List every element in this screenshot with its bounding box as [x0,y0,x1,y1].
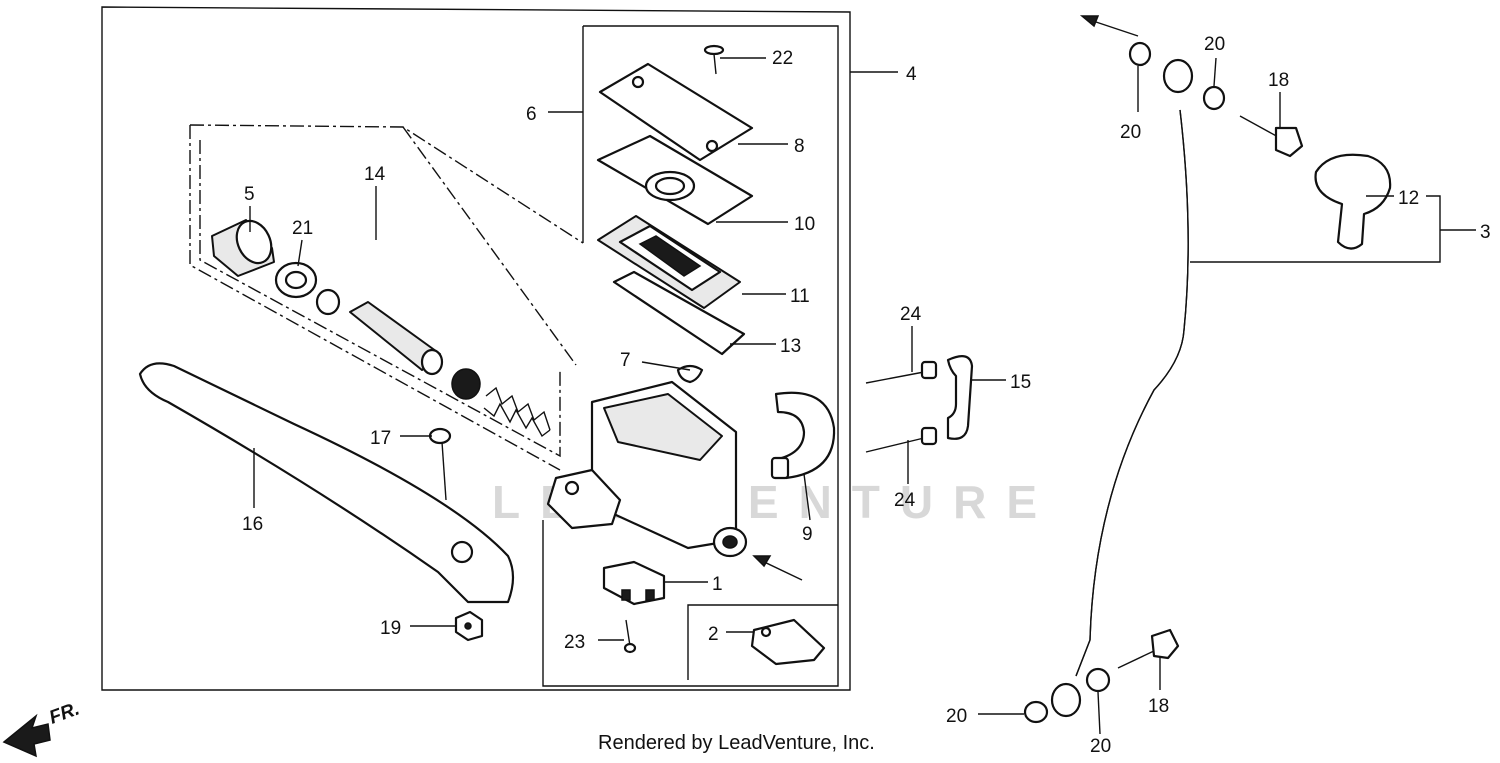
callout-24-lower: 24 [894,490,916,511]
float-clip-icon [676,364,704,384]
leader-lines [249,57,1476,735]
oil-bolt-lower-icon [1117,628,1180,669]
callout-3: 3 [1480,222,1491,243]
callout-19: 19 [380,618,401,639]
washer-icon [1023,700,1049,724]
callout-20-upper-left: 20 [1120,122,1141,143]
piston-kit-frame-right [402,126,577,366]
washer-icon [1202,85,1226,111]
callout-17: 17 [370,428,391,449]
clamp-bolt-lower-icon [865,426,938,453]
callout-21: 21 [292,218,313,239]
flow-arrow-lower-icon [752,555,803,581]
piston-assembly-icon [315,288,551,438]
callout-9: 9 [802,524,813,545]
front-direction-label: FR. [47,698,83,728]
gasket-icon [612,270,746,356]
callout-6: 6 [526,104,537,125]
callout-7: 7 [620,350,631,371]
pivot-bolt-icon [428,427,452,501]
oil-bolt-upper-icon [1239,115,1304,158]
washer-icon [1085,667,1111,693]
rendered-by-footer: Rendered by LeadVenture, Inc. [598,732,875,754]
callout-23: 23 [564,632,585,653]
brake-switch-2-icon [750,618,826,666]
callout-22: 22 [772,48,793,69]
reservoir-group-frame [542,25,839,687]
diaphragm-icon [597,215,741,309]
callout-11: 11 [790,286,810,307]
reservoir-cap-icon [598,62,754,162]
callout-18-lower: 18 [1148,696,1169,717]
piston-kit-frame-inner [199,140,561,458]
holder-icon [770,391,836,480]
clamp-bolt-upper-icon [865,360,938,384]
screw-23-icon [623,619,637,654]
circlip-icon [274,261,318,299]
callout-4: 4 [906,64,917,85]
screw-22-icon [703,44,725,75]
callout-13: 13 [780,336,801,357]
callout-18-upper: 18 [1268,70,1289,91]
brake-lever-icon [138,362,515,604]
callout-2: 2 [708,624,719,645]
callout-10: 10 [794,214,815,235]
flow-arrow-upper-icon [1079,15,1139,37]
callout-20-lower-left: 20 [946,706,967,727]
callout-15: 15 [1010,372,1031,393]
callout-24-upper: 24 [900,304,922,325]
front-direction-arrow-icon: FR. [2,698,83,758]
clamp-holder-icon [946,355,974,440]
dust-boot-icon [211,219,275,277]
callout-5: 5 [244,184,255,205]
callout-1: 1 [712,574,723,595]
brake-switch-1-icon [602,560,666,606]
assembly-frame [101,6,851,691]
diaphragm-plate-icon [596,134,754,226]
pivot-nut-icon [454,610,484,642]
master-cylinder-body-icon [546,380,748,558]
callout-14: 14 [364,164,386,185]
washer-icon [1128,41,1152,67]
brake-hose-icon [1050,58,1194,718]
callout-16: 16 [242,514,263,535]
callout-12: 12 [1398,188,1419,209]
callout-8: 8 [794,136,805,157]
switch-box-frame [687,604,838,680]
callout-20-lower-right: 20 [1090,736,1111,757]
hose-cap-icon [1314,153,1392,250]
callout-20-upper-right: 20 [1204,34,1225,55]
